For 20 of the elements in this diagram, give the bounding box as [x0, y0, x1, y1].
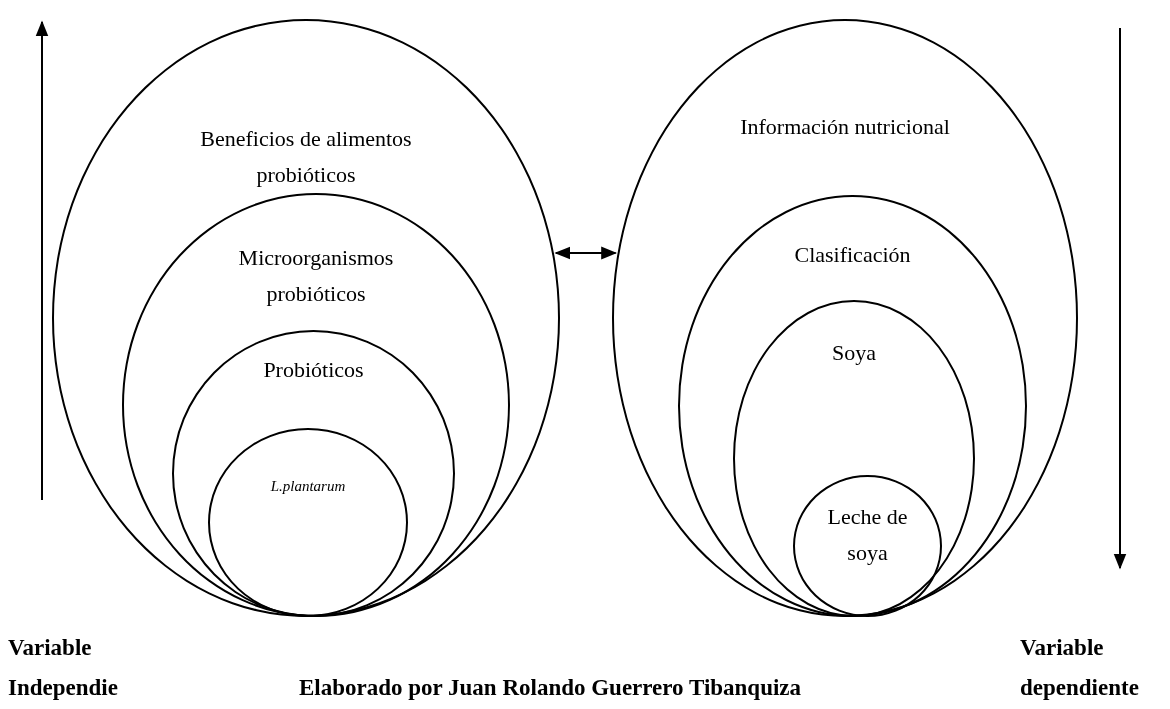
ellipse: [678, 195, 1027, 617]
ellipse: [733, 300, 975, 617]
caption: Elaborado por Juan Rolando Guerrero Tibanquiza: [297, 674, 803, 702]
variable-label: Variable Independie: [8, 634, 119, 702]
ellipse-label: Probióticos: [262, 356, 365, 384]
ellipse-label: Clasificación: [793, 241, 912, 269]
ellipse-label: L.plantarum: [270, 477, 346, 496]
ellipse-label: Beneficios de alimentos probióticos: [199, 125, 413, 189]
double-arrow: [554, 246, 618, 260]
ellipse: [208, 428, 408, 617]
ellipse: [122, 193, 510, 617]
ellipse-label: Leche de soya: [826, 503, 909, 567]
ellipse: [52, 19, 560, 617]
ellipse: [612, 19, 1078, 617]
ellipse-label: Microorganismos probióticos: [237, 244, 395, 308]
ellipse-label: Soya: [831, 339, 877, 367]
variable-label: Variable dependiente: [1020, 634, 1140, 702]
ellipse: [172, 330, 455, 617]
ellipse-label: Información nutricional: [739, 113, 951, 141]
ellipse: [793, 475, 942, 617]
